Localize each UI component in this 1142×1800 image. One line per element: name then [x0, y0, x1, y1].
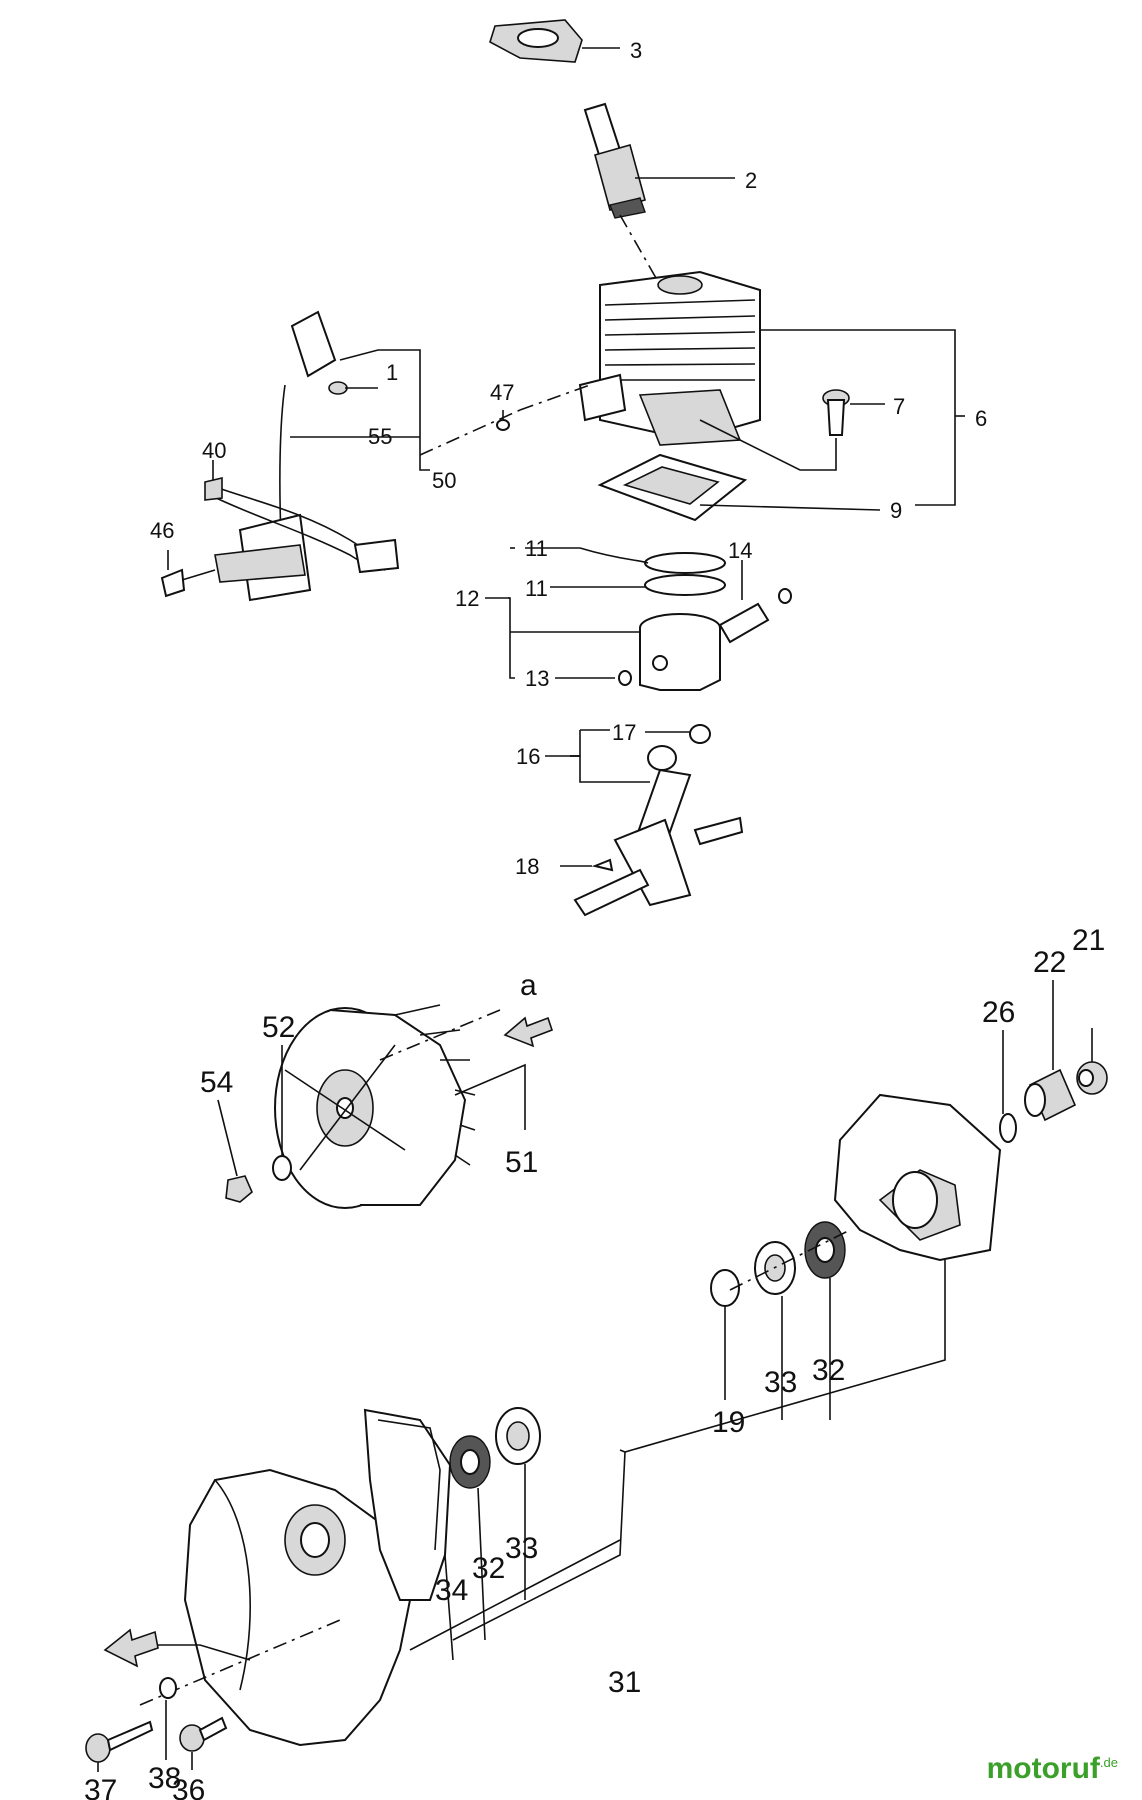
- label-7: 7: [893, 394, 905, 419]
- part-13-circlip: [618, 670, 632, 686]
- part-36-bolt: [179, 1716, 228, 1752]
- part-9-gasket: [597, 453, 748, 522]
- part-54-nut: [225, 1175, 253, 1203]
- label-18: 18: [515, 854, 539, 879]
- part-21-nut: [1076, 1061, 1108, 1095]
- label-11b: 11: [525, 576, 548, 601]
- label-32b: 32: [472, 1552, 505, 1585]
- label-33a: 33: [764, 1366, 797, 1399]
- label-11a: 11: [525, 536, 548, 561]
- part-52-washer: [272, 1155, 292, 1181]
- arrow-a: [503, 1016, 554, 1048]
- label-16: 16: [516, 744, 540, 769]
- part-40-ignition-module: [204, 476, 400, 602]
- label-3: 3: [630, 38, 642, 63]
- part-16-crankshaft: [573, 745, 744, 917]
- part-11-piston-rings: [644, 552, 726, 596]
- part-26-washer: [999, 1113, 1017, 1143]
- part-18-key: [591, 858, 614, 872]
- label-54: 54: [200, 1066, 233, 1099]
- part-22-collar: [1024, 1068, 1077, 1122]
- part-2-spark-plug: [583, 102, 646, 219]
- part-47-washer: [496, 419, 510, 431]
- part-7-screw: [822, 389, 850, 436]
- label-21: 21: [1072, 924, 1105, 957]
- part-3-plug-cap: [489, 19, 583, 63]
- label-36: 36: [172, 1774, 205, 1800]
- label-14: 14: [728, 538, 752, 563]
- part-32-seal: [804, 1221, 846, 1279]
- label-33b: 33: [505, 1532, 538, 1565]
- part-38-washer: [159, 1677, 177, 1699]
- label-17: 17: [612, 720, 636, 745]
- label-12: 12: [455, 586, 479, 611]
- part-33-bearing-left: [495, 1407, 541, 1465]
- label-9: 9: [890, 498, 902, 523]
- label-2: 2: [745, 168, 757, 193]
- logo-watermark: motoruf.de: [986, 1752, 1118, 1785]
- part-17-bearing: [689, 724, 711, 744]
- label-a: a: [520, 969, 537, 1002]
- part-6-cylinder: [578, 270, 761, 446]
- label-32a: 32: [812, 1354, 845, 1387]
- part-12-piston: [639, 613, 721, 691]
- label-13: 13: [525, 666, 549, 691]
- label-40: 40: [202, 438, 226, 463]
- part-34-gasket: [363, 1408, 452, 1601]
- label-34: 34: [435, 1574, 468, 1607]
- label-38: 38: [148, 1762, 181, 1795]
- part-37-bolt: [85, 1720, 154, 1763]
- label-50: 50: [432, 468, 456, 493]
- part-32-seal-left: [449, 1435, 491, 1489]
- label-37: 37: [84, 1774, 117, 1800]
- part-crankcase-left: [183, 1468, 412, 1747]
- label-19: 19: [712, 1406, 745, 1439]
- part-46-bolt: [160, 568, 216, 598]
- label-52: 52: [262, 1011, 295, 1044]
- label-22: 22: [1033, 946, 1066, 979]
- label-51: 51: [505, 1146, 538, 1179]
- label-1: 1: [386, 360, 398, 385]
- label-47: 47: [490, 380, 514, 405]
- label-55: 55: [368, 424, 392, 449]
- part-14-piston-pin: [718, 588, 792, 644]
- part-crankcase-right: [833, 1093, 1002, 1262]
- label-26: 26: [982, 996, 1015, 1029]
- label-31: 31: [608, 1666, 641, 1699]
- label-46: 46: [150, 518, 174, 543]
- part-51-flywheel: [274, 1004, 476, 1209]
- arrow-left: [103, 1628, 159, 1668]
- label-6: 6: [975, 406, 987, 431]
- part-1-ignition-cap: [290, 310, 348, 395]
